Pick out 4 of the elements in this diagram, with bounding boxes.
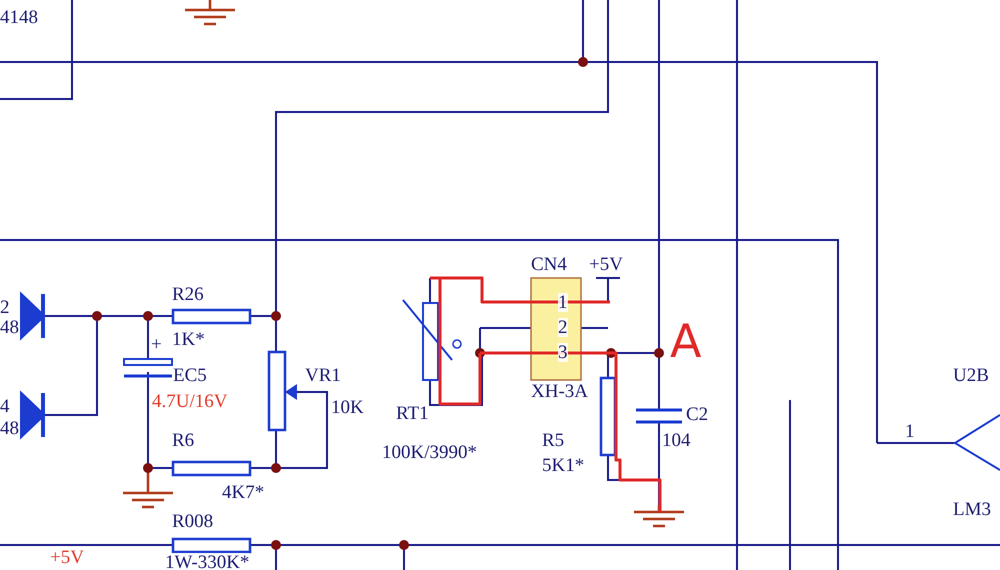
pin-number: 2	[558, 318, 568, 337]
pin-number: 3	[558, 343, 568, 362]
part-value: 1W-330K*	[165, 553, 250, 570]
pin-number: 1	[558, 293, 568, 312]
